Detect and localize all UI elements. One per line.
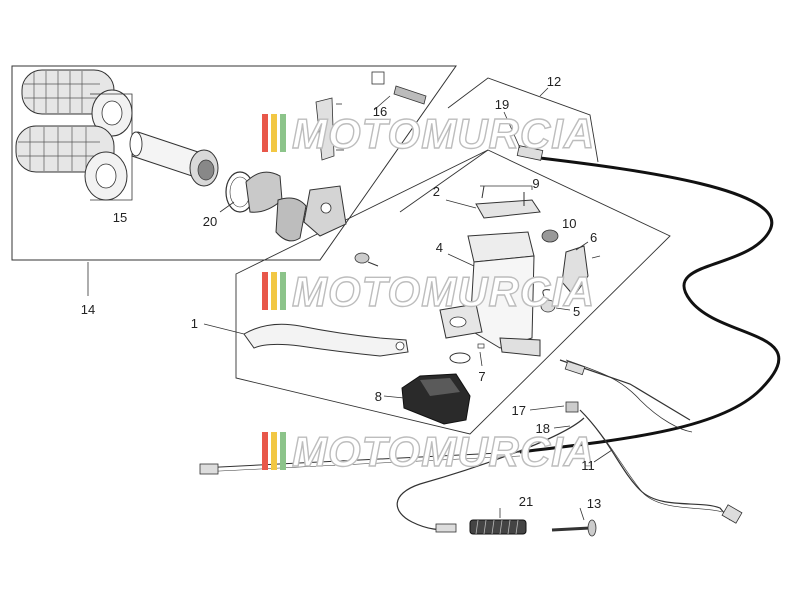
cable-end-19 [516, 145, 544, 161]
clutch-lever-1 [243, 323, 409, 357]
watermark-stripe-yellow [271, 432, 277, 470]
leader-17 [529, 405, 565, 411]
label-part-17: 17 [512, 403, 526, 418]
label-part-7: 7 [478, 369, 485, 384]
label-part-19: 19 [495, 97, 509, 112]
label-part-13: 13 [587, 496, 601, 511]
leader-1 [203, 323, 245, 335]
spring-21 [469, 519, 527, 535]
wire-harness-11 [565, 401, 743, 524]
reservoir-cover-2 [475, 199, 541, 219]
cap-10 [541, 229, 559, 243]
watermark-text: MOTOMURCIA [292, 110, 595, 157]
handlebar-grip-upper [21, 69, 133, 137]
pin-5 [540, 289, 556, 313]
bolt [354, 252, 379, 267]
label-part-18: 18 [536, 421, 550, 436]
leader-6 [575, 241, 589, 251]
leader-11 [593, 449, 613, 463]
leader-20 [219, 201, 235, 213]
leader-4 [447, 253, 475, 267]
leader-5 [555, 307, 571, 311]
choke-cable [199, 451, 521, 475]
label-part-5: 5 [573, 304, 580, 319]
throttle-cable-assembly [559, 359, 693, 433]
watermark-stripe-red [262, 432, 268, 470]
throttle-housing-right [275, 185, 347, 242]
watermark-middle: MOTOMURCIA [262, 267, 595, 316]
watermark-text: MOTOMURCIA [292, 428, 595, 475]
throttle-housing-left [245, 171, 283, 213]
label-part-20: 20 [203, 214, 217, 229]
watermark-stripe-green [280, 272, 286, 310]
label-part-10: 10 [562, 216, 576, 231]
lower-cable-end [435, 523, 457, 533]
label-part-14: 14 [81, 302, 95, 317]
handlebar-grip-lower [15, 125, 128, 201]
grip-group-frame [11, 65, 457, 261]
watermark-stripe-red [262, 272, 268, 310]
watermark-text: MOTOMURCIA [292, 268, 595, 315]
screws-9 [481, 185, 525, 206]
leader-7 [479, 351, 483, 367]
label-part-21: 21 [519, 494, 533, 509]
label-part-8: 8 [375, 389, 382, 404]
watermark-stripe-red [262, 114, 268, 152]
lower-cable [396, 417, 585, 531]
pump-group-frame [235, 149, 671, 435]
clutch-cable-12 [519, 156, 781, 454]
leader-8 [383, 395, 405, 399]
washer-7 [449, 343, 485, 364]
watermark-stripe-yellow [271, 272, 277, 310]
label-part-15: 15 [113, 210, 127, 225]
screw-16 [371, 71, 427, 105]
clamp-bracket [315, 97, 344, 161]
label-part-16: 16 [373, 104, 387, 119]
leader-13 [579, 507, 585, 521]
leader-18 [553, 425, 571, 429]
watermark-stripe-yellow [271, 114, 277, 152]
label-part-2: 2 [433, 184, 440, 199]
watermark-stripe-green [280, 114, 286, 152]
leader-9 [480, 185, 533, 190]
pump-group-frame-edge [399, 149, 489, 213]
adjuster-13 [551, 519, 597, 537]
leader-19 [503, 111, 521, 149]
label-part-9: 9 [532, 176, 539, 191]
watermark-top: MOTOMURCIA [262, 109, 595, 158]
label-part-1: 1 [191, 316, 198, 331]
throttle-tube [129, 131, 219, 187]
watermark-bottom: MOTOMURCIA [262, 427, 595, 476]
label-part-4: 4 [436, 240, 443, 255]
master-cylinder-4 [439, 231, 541, 357]
leader-12 [539, 87, 549, 97]
watermark-stripe-green [280, 432, 286, 470]
label-part-6: 6 [590, 230, 597, 245]
bracket-12 [447, 77, 599, 163]
label-part-12: 12 [547, 74, 561, 89]
leader-2 [445, 199, 477, 209]
leader-16 [373, 95, 391, 111]
label-part-11: 11 [581, 458, 595, 473]
switch-housing-8 [401, 373, 471, 425]
